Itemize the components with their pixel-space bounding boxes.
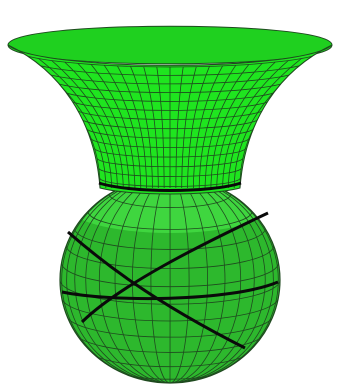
neck-meridian: [198, 64, 237, 188]
neck-meridian: [192, 65, 223, 188]
neck-meridian: [51, 60, 118, 188]
neck-meridian: [227, 58, 302, 188]
neck-meridian: [90, 64, 136, 188]
waist-circle: [98, 181, 242, 192]
neck-meridian: [156, 66, 165, 188]
neck-meridian: [130, 66, 153, 188]
highlighted-curves: [61, 181, 279, 350]
sphere-body: [59, 176, 281, 384]
sphere-equator: [61, 280, 279, 301]
flared-neck: [7, 25, 333, 195]
neck-meridian: [103, 64, 142, 188]
neck-meridian: [64, 61, 124, 188]
sphere-mesh: [60, 177, 280, 383]
oblique-great-circle-1: [80, 211, 269, 324]
neck-meridian: [187, 66, 210, 188]
neck-meridian: [216, 61, 276, 188]
neck-meridian: [210, 63, 263, 188]
neck-meridian: [77, 63, 130, 188]
neck-back-rim: [7, 25, 333, 65]
neck-mesh: [11, 47, 329, 188]
oblique-great-circle-2: [67, 230, 246, 350]
neck-meridian: [143, 66, 159, 188]
neck-meridian: [175, 66, 184, 188]
neck-meridian: [38, 58, 113, 188]
neck-meridian: [204, 64, 250, 188]
neck-meridian: [117, 65, 148, 188]
neck-meridian: [222, 60, 289, 188]
neck-meridian: [181, 66, 197, 188]
